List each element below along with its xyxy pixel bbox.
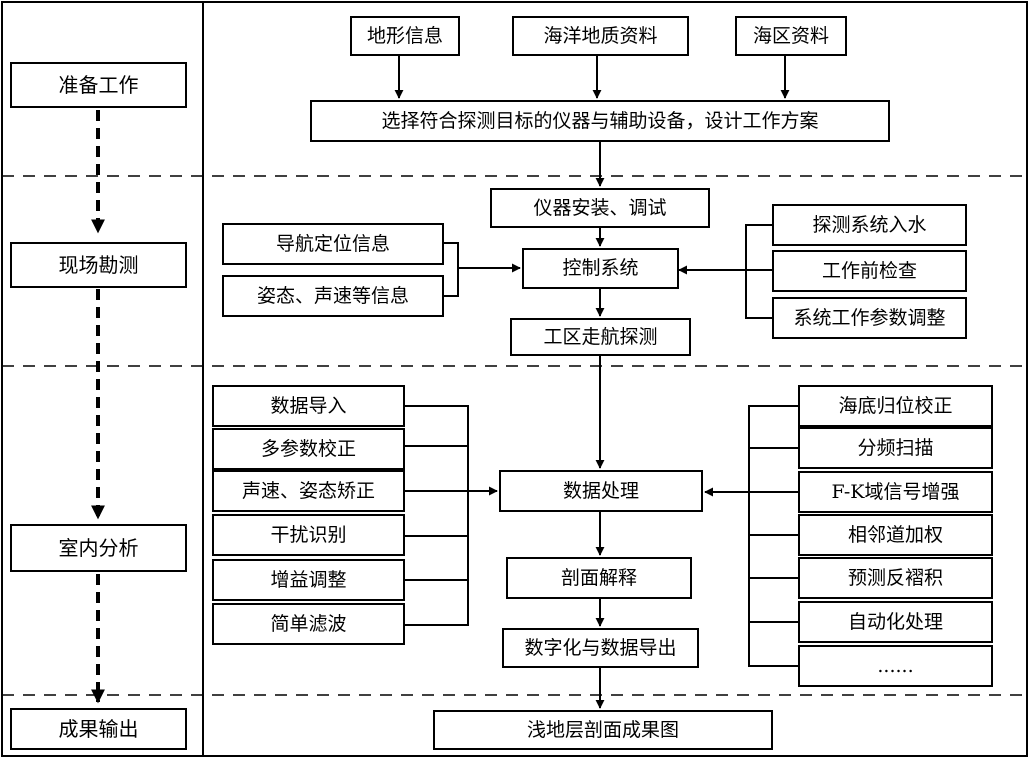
analysis-right-item: 自动化处理 (798, 601, 993, 643)
control-system: 控制系统 (522, 248, 679, 289)
analysis-left-item: 增益调整 (212, 559, 405, 601)
install-box: 仪器安装、调试 (490, 188, 710, 228)
digitize-box: 数字化与数据导出 (502, 628, 699, 668)
sail-survey-box: 工区走航探测 (510, 318, 691, 356)
analysis-left-item: 干扰识别 (212, 514, 405, 556)
interpret-box: 剖面解释 (506, 557, 692, 599)
analysis-right-item: 预测反褶积 (798, 557, 993, 599)
analysis-right-item: 海底归位校正 (798, 385, 993, 427)
phase-separators (2, 175, 1027, 696)
data-process-box: 数据处理 (499, 470, 703, 512)
nav-info-box: 导航定位信息 (222, 223, 444, 265)
analysis-left-item: 多参数校正 (212, 428, 405, 470)
bracket-nav-info (444, 242, 459, 297)
analysis-right-item: ...... (798, 645, 993, 687)
analysis-right-item: 分频扫描 (798, 427, 993, 469)
analysis-left-item: 数据导入 (212, 385, 405, 427)
survey-right-item: 探测系统入水 (772, 204, 967, 246)
bracket-analysis-left (405, 405, 469, 626)
input-area: 海区资料 (735, 16, 847, 56)
phase-analysis: 室内分析 (10, 524, 187, 572)
input-geology: 海洋地质资料 (512, 16, 689, 56)
analysis-left-item: 声速、姿态矫正 (212, 470, 405, 512)
bracket-survey-right (745, 224, 772, 319)
analysis-right-item: F-K域信号增强 (798, 471, 993, 513)
survey-right-item: 系统工作参数调整 (772, 297, 967, 339)
phase-prep: 准备工作 (10, 62, 187, 108)
result-map-box: 浅地层剖面成果图 (433, 710, 773, 750)
survey-right-item: 工作前检查 (772, 250, 967, 292)
plan-box: 选择符合探测目标的仪器与辅助设备，设计工作方案 (310, 100, 890, 142)
phase-survey: 现场勘测 (10, 242, 187, 288)
phase-output: 成果输出 (10, 708, 187, 750)
analysis-right-item: 相邻道加权 (798, 514, 993, 556)
input-terrain: 地形信息 (350, 16, 460, 56)
attitude-info-box: 姿态、声速等信息 (222, 275, 444, 317)
bracket-analysis-right (748, 405, 798, 667)
analysis-left-item: 简单滤波 (212, 603, 405, 645)
